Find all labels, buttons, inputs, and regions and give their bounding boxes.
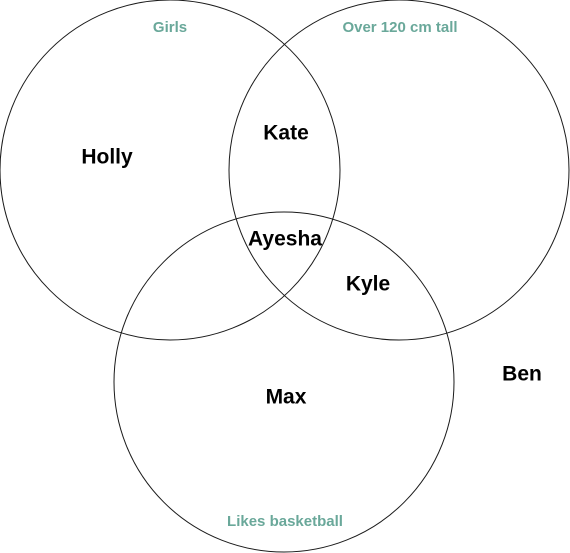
member-ayesha: Ayesha — [248, 228, 322, 251]
set-circle-tall — [228, 0, 570, 341]
member-kyle: Kyle — [346, 273, 390, 296]
member-max: Max — [266, 386, 307, 409]
member-holly: Holly — [81, 146, 133, 169]
member-ben: Ben — [502, 363, 542, 386]
set-label-basketball: Likes basketball — [227, 513, 343, 530]
set-label-girls: Girls — [153, 19, 187, 36]
set-circle-girls — [0, 0, 341, 341]
member-kate: Kate — [263, 122, 309, 145]
set-circle-basketball — [113, 211, 455, 553]
set-label-tall: Over 120 cm tall — [342, 19, 457, 36]
